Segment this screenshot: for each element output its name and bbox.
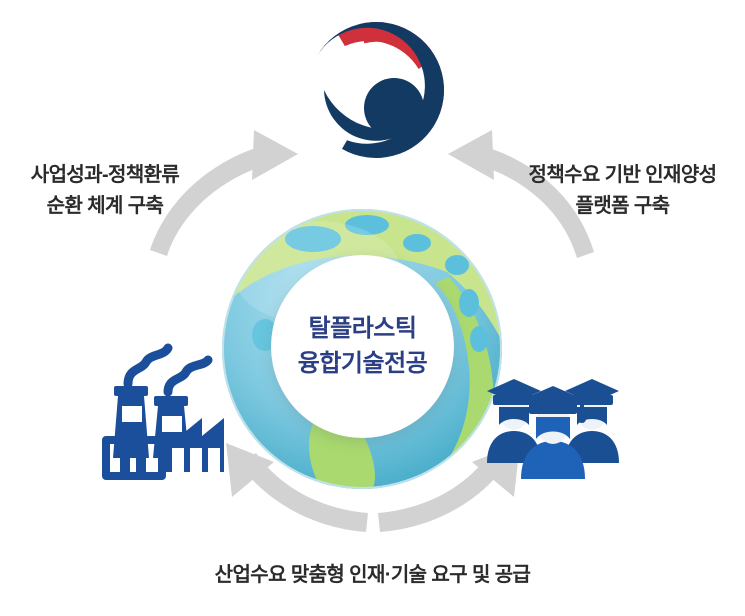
caption-bottom: 산업수요 맞춤형 인재·기술 요구 및 공급 [0,560,745,591]
caption-left: 사업성과-정책환류 순환 체계 구축 [0,160,210,222]
caption-right: 정책수요 기반 인재양성 플랫폼 구축 [500,160,745,222]
caption-right-line1: 정책수요 기반 인재양성 [528,164,718,186]
caption-left-line2: 순환 체계 구축 [46,195,164,217]
factory-smokestack-icon [98,340,234,480]
caption-bottom-line1: 산업수요 맞춤형 인재·기술 요구 및 공급 [214,564,531,586]
caption-right-line2: 플랫폼 구축 [575,195,671,217]
center-label-line2: 융합기술전공 [297,349,428,377]
korea-government-taegeuk-icon [296,16,456,164]
center-label-line1: 탈플라스틱 [308,315,417,343]
caption-left-line1: 사업성과-정책환류 [30,164,180,186]
center-label-disc: 탈플라스틱 융합기술전공 [271,255,454,438]
graduate-right [565,379,619,463]
graduates-group-icon [483,355,623,480]
graduate-center [521,386,586,479]
graduate-left [487,379,541,463]
